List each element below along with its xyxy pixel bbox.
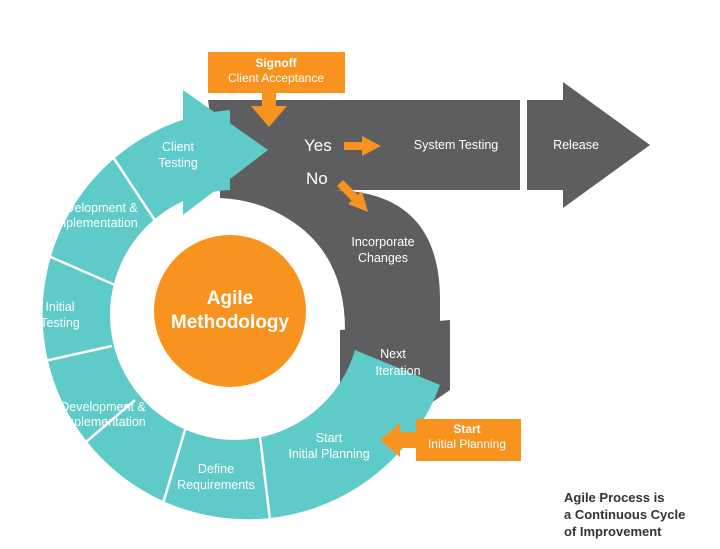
segment-dev-impl-top-line1: Development &: [52, 201, 138, 215]
ring-divider: [256, 419, 272, 521]
segment-initial-testing-line2: Testing: [40, 316, 80, 330]
segment-define-requirements-line1: Define: [198, 462, 234, 476]
flow-separator: [522, 100, 527, 190]
segment-initial-testing-line1: Initial: [45, 300, 74, 314]
yes-label: Yes: [304, 136, 332, 155]
start-box: [416, 419, 521, 461]
ring-dividers: [21, 144, 272, 521]
ring-divider: [156, 419, 190, 521]
ring-divider: [103, 144, 160, 226]
signoff-title: Signoff: [255, 56, 297, 70]
segment-dev-impl-top-line2: Implementation: [52, 216, 138, 230]
caption-line2: a Continuous Cycle: [564, 507, 686, 522]
ring-divider: [21, 344, 113, 368]
center-circle: [154, 235, 306, 387]
caption-line3: of Improvement: [564, 524, 662, 539]
caption: Agile Process is a Continuous Cycle of I…: [564, 489, 714, 540]
ring-divider: [64, 399, 136, 461]
signoff-subtitle: Client Acceptance: [228, 71, 324, 85]
segment-client-testing-line2: Testing: [158, 156, 198, 170]
caption-line1: Agile Process is: [564, 490, 665, 505]
teal-ring: [42, 110, 441, 520]
release-arrow: [527, 82, 650, 208]
signoff-down-arrow-icon: [251, 93, 287, 127]
start-title: Start: [453, 422, 480, 436]
segment-start-planning-line2: Initial Planning: [288, 447, 369, 461]
start-subtitle: Initial Planning: [428, 437, 506, 451]
no-label: No: [306, 169, 328, 188]
next-iteration-line2: Iteration: [375, 364, 420, 378]
signoff-box: [208, 52, 345, 93]
segment-define-requirements-line2: Requirements: [177, 478, 255, 492]
yes-arrow-icon: [344, 136, 381, 156]
segment-dev-impl-bottom-line1: Development &: [60, 400, 146, 414]
next-iteration-line1: Next: [380, 347, 406, 361]
center-title-line2: Methodology: [171, 312, 290, 333]
no-arrow-icon: [337, 180, 368, 212]
release-label: Release: [553, 138, 599, 152]
segment-client-testing-line1: Client: [162, 140, 194, 154]
incorporate-changes-line2: Changes: [358, 251, 408, 265]
center-title-line1: Agile: [207, 288, 253, 309]
ring-divider: [29, 246, 116, 287]
teal-ring-arrowhead: [183, 90, 268, 215]
system-testing-label: System Testing: [414, 138, 499, 152]
segment-start-planning-line1: Start: [316, 431, 343, 445]
start-left-arrow-icon: [380, 423, 416, 457]
segment-dev-impl-bottom-line2: Implementation: [60, 415, 146, 429]
incorporate-changes-line1: Incorporate: [351, 235, 414, 249]
